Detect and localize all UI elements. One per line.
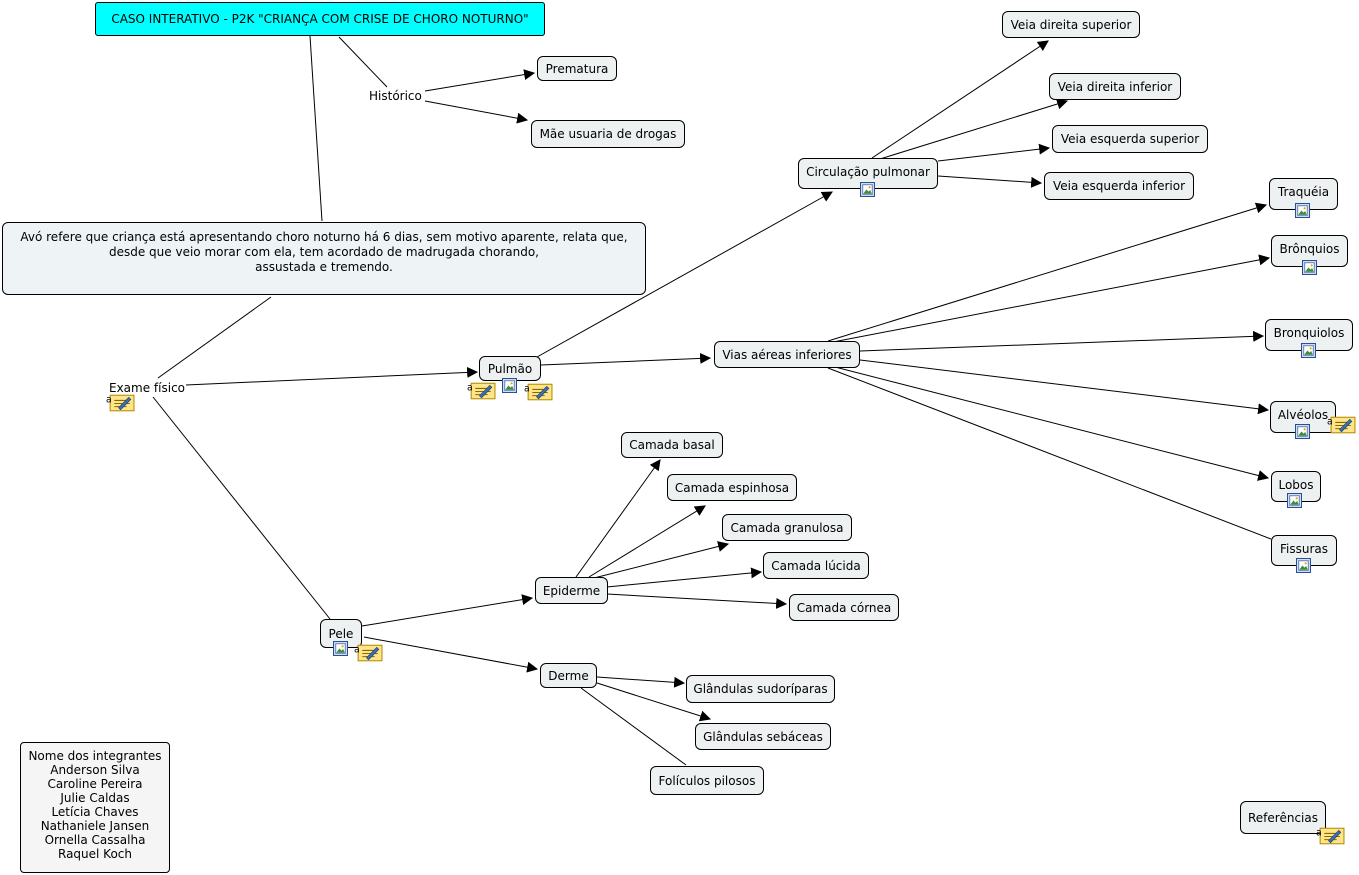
link-epi-cornea [606, 593, 788, 609]
link-exame-pele [152, 396, 331, 620]
concept-veia-esquerda-inferior[interactable]: Veia esquerda inferior [1044, 172, 1194, 200]
image-resource-icon[interactable] [1287, 493, 1302, 508]
image-resource-icon[interactable] [860, 182, 875, 197]
link-pele-epiderme [361, 594, 534, 627]
image-resource-icon[interactable] [333, 641, 348, 656]
root-concept[interactable]: CASO INTERATIVO - P2K "CRIANÇA COM CRISE… [95, 2, 545, 36]
image-resource-icon[interactable] [1301, 343, 1316, 358]
link-pulmao-vias [540, 352, 712, 366]
member-name: Anderson Silva [50, 763, 140, 777]
image-resource-icon[interactable] [1302, 260, 1317, 275]
concept-pulmao[interactable]: Pulmão [479, 356, 541, 381]
concept-glandulas-sudoriparas[interactable]: Glândulas sudoríparas [686, 675, 835, 703]
concept-foliculos-pilosos[interactable]: Folículos pilosos [650, 766, 764, 795]
member-name: Raquel Koch [58, 847, 132, 861]
text-note-icon[interactable] [467, 381, 496, 400]
link-pulmao-circulacao [536, 191, 833, 358]
text-note-icon[interactable] [1327, 415, 1356, 434]
link-pele-derme [363, 636, 539, 673]
concept-referencias[interactable]: Referências [1240, 801, 1326, 834]
concept-veia-direita-superior[interactable]: Veia direita superior [1002, 11, 1140, 38]
member-name: Nathaniele Jansen [40, 819, 150, 833]
link-epi-basal [575, 459, 661, 578]
case-description-line-1: Avó refere que criança está apresentando… [20, 230, 628, 244]
member-name: Caroline Pereira [47, 777, 143, 791]
text-note-icon[interactable] [1316, 826, 1345, 845]
image-resource-icon[interactable] [1296, 558, 1311, 573]
text-note-icon[interactable] [354, 643, 383, 662]
link-vias-alveolos [859, 359, 1270, 415]
case-description-line-2: desde que veio morar com ela, tem acorda… [108, 245, 539, 259]
members-title: Nome dos integrantes [28, 749, 162, 763]
image-resource-icon[interactable] [502, 378, 517, 393]
link-circ-veia-es [937, 143, 1051, 162]
link-circ-veia-ei [937, 175, 1043, 188]
concept-camada-granulosa[interactable]: Camada granulosa [722, 514, 852, 541]
link-vias-traqueia [827, 202, 1268, 342]
concept-circulacao-pulmonar[interactable]: Circulação pulmonar [798, 158, 938, 189]
link-vias-fissuras [827, 367, 1272, 540]
link-vias-bronquiolos [859, 330, 1265, 352]
concept-camada-lucida[interactable]: Camada lúcida [763, 552, 869, 579]
case-description[interactable]: Avó refere que criança está apresentando… [2, 222, 646, 295]
text-note-icon[interactable] [524, 382, 553, 401]
concept-veia-direita-inferior[interactable]: Veia direita inferior [1049, 73, 1181, 100]
concept-epiderme[interactable]: Epiderme [535, 577, 608, 604]
member-name: Letícia Chaves [51, 805, 139, 819]
case-description-line-3: assustada e tremendo. [255, 260, 393, 274]
member-name: Julie Caldas [60, 791, 130, 805]
link-derme-sudoriparas [596, 676, 686, 688]
link-historico-mae [424, 100, 529, 124]
image-resource-icon[interactable] [1295, 203, 1310, 218]
link-vias-lobos [834, 366, 1270, 481]
concept-pele[interactable]: Pele [320, 619, 362, 648]
concept-veia-esquerda-superior[interactable]: Veia esquerda superior [1052, 125, 1208, 153]
members-list[interactable]: Nome dos integrantes Anderson Silva Caro… [20, 742, 170, 873]
concept-mae-usuaria[interactable]: Mãe usuaria de drogas [531, 120, 685, 148]
member-name: Ornella Cassalha [44, 833, 146, 847]
concept-camada-basal[interactable]: Camada basal [621, 432, 723, 458]
link-exame-pulmao [185, 366, 479, 386]
exame-fisico-label[interactable]: Exame físico [109, 381, 186, 395]
link-circ-veia-ds [871, 40, 1049, 159]
concept-glandulas-sebaceas[interactable]: Glândulas sebáceas [695, 723, 831, 750]
link-vias-bronquios [832, 254, 1271, 343]
concept-camada-espinhosa[interactable]: Camada espinhosa [667, 474, 797, 501]
concept-camada-cornea[interactable]: Camada córnea [789, 594, 899, 621]
historico-label[interactable]: Histórico [369, 89, 422, 103]
link-root-relato [309, 35, 323, 222]
link-circ-veia-di [879, 98, 1069, 160]
link-relato-exame [157, 296, 272, 379]
concept-vias-aereas-inferiores[interactable]: Vias aéreas inferiores [714, 341, 860, 368]
link-epi-granulosa [593, 541, 730, 579]
link-epi-lucida [606, 567, 763, 588]
link-derme-foliculos [580, 687, 687, 766]
image-resource-icon[interactable] [1295, 424, 1310, 439]
link-epi-espinhosa [588, 505, 706, 578]
link-root-historico [338, 36, 388, 88]
concept-prematura[interactable]: Prematura [537, 56, 617, 81]
concept-derme[interactable]: Derme [540, 663, 597, 688]
link-derme-sebaceas [596, 682, 712, 722]
link-historico-prematura [424, 69, 536, 92]
text-note-icon[interactable] [106, 393, 135, 412]
